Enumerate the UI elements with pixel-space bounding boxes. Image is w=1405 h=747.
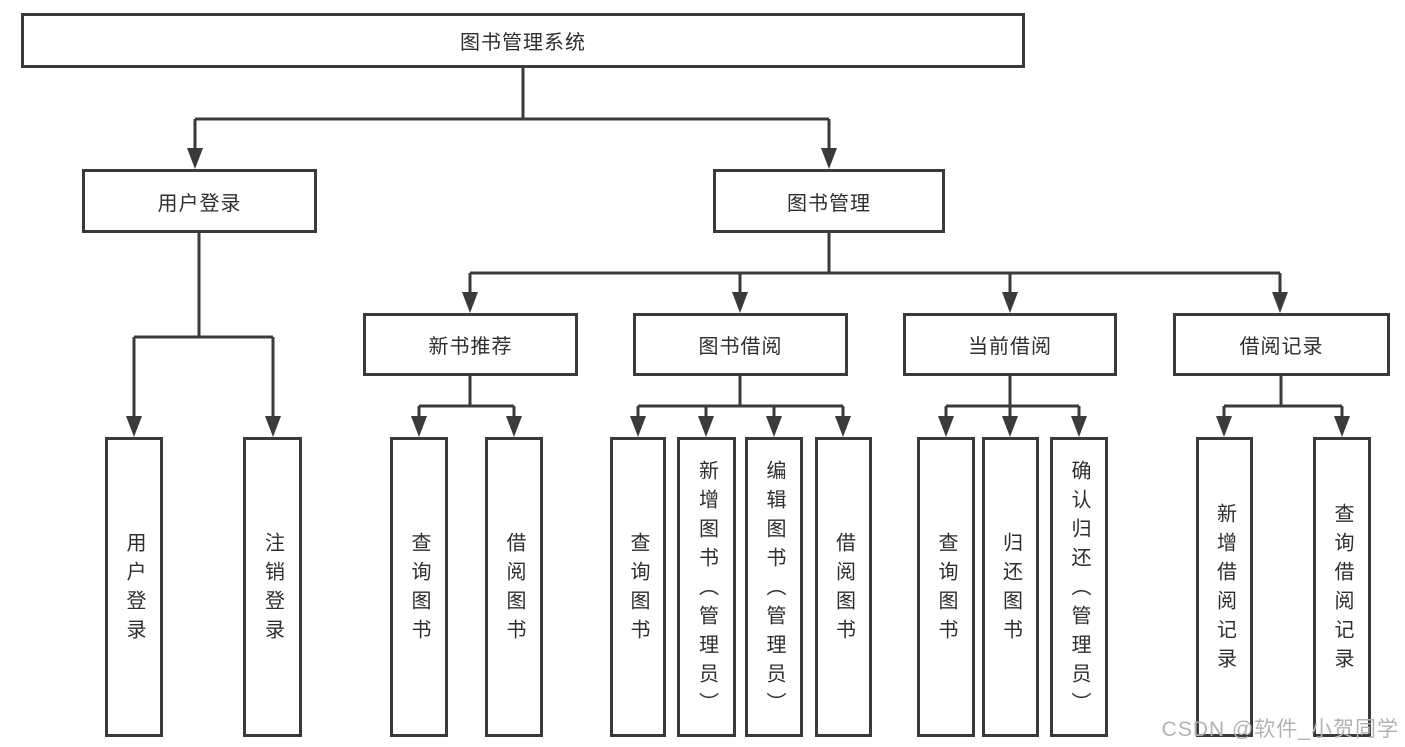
leaf-record-query-record: 查询借阅记录 [1313,437,1371,737]
node-current-borrow: 当前借阅 [903,313,1117,376]
connector-root [187,68,837,169]
connector-book-manage [462,233,1288,313]
connector-book-borrow [630,376,851,437]
node-root: 图书管理系统 [21,13,1025,68]
leaf-current-confirm-return-admin: 确认归还（管理员） [1050,437,1108,737]
leaf-borrow-edit-book-admin: 编辑图书（管理员） [745,437,803,737]
node-new-book-recommend: 新书推荐 [363,313,578,376]
leaf-borrow-add-book-admin: 新增图书（管理员） [677,437,736,737]
connector-borrow-record [1216,376,1350,437]
leaf-borrow-borrow-book: 借阅图书 [815,437,872,737]
connector-new-book [411,376,522,437]
node-user-login: 用户登录 [82,169,317,233]
leaf-borrow-query-book: 查询图书 [610,437,666,737]
leaf-newbook-query-book: 查询图书 [390,437,448,737]
node-book-manage: 图书管理 [713,169,945,233]
leaf-user-login: 用户登录 [105,437,163,737]
node-book-borrow: 图书借阅 [633,313,848,376]
leaf-current-return-book: 归还图书 [982,437,1039,737]
leaf-newbook-borrow-book: 借阅图书 [485,437,543,737]
node-borrow-record: 借阅记录 [1173,313,1390,376]
connector-current-borrow [938,376,1087,437]
connector-user-login [126,233,281,437]
leaf-current-query-book: 查询图书 [917,437,975,737]
leaf-logout: 注销登录 [243,437,302,737]
csdn-watermark: CSDN @软件_小贺同学 [1161,718,1399,741]
leaf-record-add-record: 新增借阅记录 [1196,437,1253,737]
